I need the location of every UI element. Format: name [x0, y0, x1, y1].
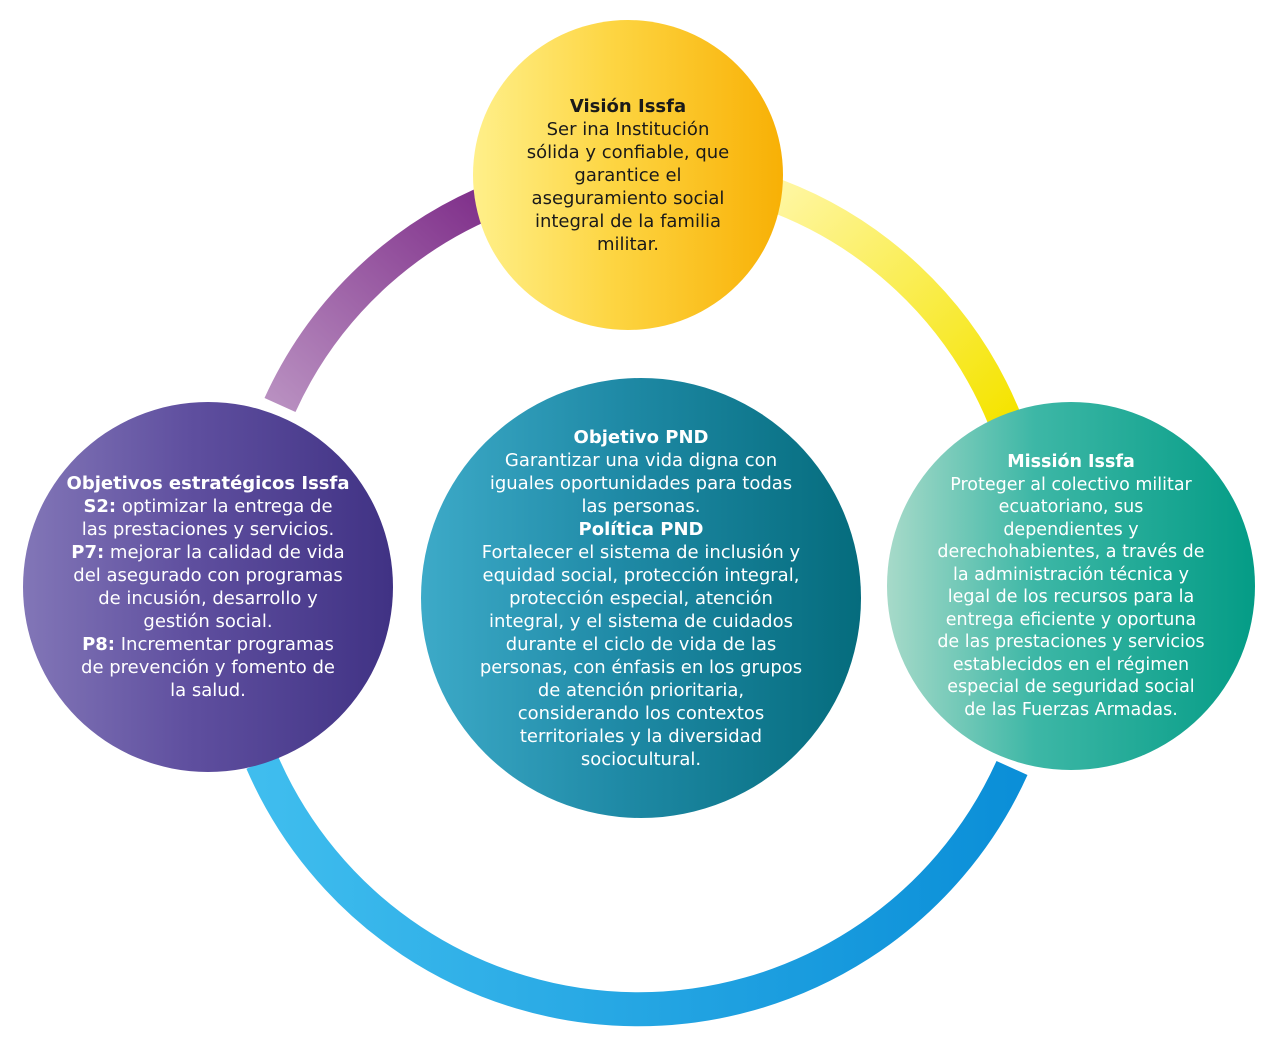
mission-line: especial de seguridad social — [947, 677, 1195, 697]
mission-line: dependientes y — [1003, 519, 1139, 540]
pnd-objective-text: Garantizar una vida digna con iguales op… — [490, 449, 792, 518]
pnd-policy-line: territoriales y la diversidad — [519, 725, 763, 747]
mission-line: legal de los recursos para la — [947, 587, 1195, 607]
objective-p7-line: del asegurado con programas — [73, 565, 343, 586]
pnd-policy-line: de atención prioritaria, — [537, 679, 745, 701]
objective-p7-line: P7: mejorar la calidad de vida — [71, 541, 344, 564]
pnd-policy-line: integral, y el sistema de cuidados — [488, 610, 793, 632]
mission-line: entrega eficiente y oportuna — [945, 609, 1197, 630]
vision-line: aseguramiento social — [531, 187, 725, 209]
mission-line: de las Fuerzas Armadas. — [964, 699, 1178, 720]
pnd-policy-title: Política PND — [578, 518, 704, 540]
mission-line: de las prestaciones y servicios — [937, 632, 1205, 652]
vision-line: militar. — [596, 233, 660, 255]
mission-text: Proteger al colectivo militar ecuatorian… — [937, 474, 1204, 722]
vision-line: garantice el — [574, 164, 682, 186]
objective-p7-line: de incusión, desarrollo y — [98, 588, 318, 609]
objective-p8-line: la salud. — [170, 680, 246, 701]
vision-title: Visión Issfa — [569, 95, 687, 117]
mission-line: establecidos en el régimen — [952, 654, 1190, 675]
mission-line: derechohabientes, a través de — [937, 542, 1205, 562]
pnd-objective-title: Objetivo PND — [573, 426, 709, 448]
ring-arc-yellow — [754, 173, 1021, 427]
pnd-objective-line: iguales oportunidades para todas — [489, 472, 793, 494]
objective-p7-line: gestión social. — [143, 611, 273, 632]
pnd-policy-line: personas, con énfasis en los grupos — [479, 656, 803, 678]
objective-s2-text: optimizar la entrega de — [121, 496, 333, 517]
mission-circle: Missión Issfa Proteger al colectivo mili… — [887, 402, 1255, 770]
vision-line: sólida y confiable, que — [526, 141, 730, 163]
objective-p8-text: Incrementar programas — [120, 634, 334, 655]
pnd-policy-line: equidad social, protección integral, — [482, 564, 800, 586]
objectives-text: S2: optimizar la entrega de las prestaci… — [71, 495, 344, 702]
objective-s2-label: S2: — [83, 496, 117, 517]
mission-line: la administración técnica y — [952, 564, 1190, 585]
pnd-policy-line: protección especial, atención — [509, 587, 773, 609]
objective-p7-label: P7: — [71, 542, 105, 563]
pnd-policy-line: durante el ciclo de vida de las — [505, 633, 777, 655]
objective-p8-line: de prevención y fomento de — [81, 657, 335, 678]
pnd-policy-line: considerando los contextos — [517, 702, 765, 724]
objective-s2-line: S2: optimizar la entrega de — [71, 495, 344, 518]
pnd-policy-line: Fortalecer el sistema de inclusión y — [481, 541, 801, 563]
objective-p7-text: mejorar la calidad de vida — [109, 542, 345, 563]
mission-line: Proteger al colectivo militar — [950, 474, 1192, 495]
pnd-objective-line: las personas. — [581, 495, 701, 517]
objective-p8-line: P8: Incrementar programas — [71, 633, 344, 656]
objectives-title: Objetivos estratégicos Issfa — [66, 473, 350, 494]
objectives-circle: Objetivos estratégicos Issfa S2: optimiz… — [23, 402, 393, 772]
objective-s2-line: las prestaciones y servicios. — [81, 519, 335, 540]
vision-line: integral de la familia — [534, 210, 721, 232]
mission-title: Missión Issfa — [1007, 452, 1135, 472]
vision-circle: Visión Issfa Ser ina Institución sólida … — [473, 20, 783, 330]
pnd-policy-text: Fortalecer el sistema de inclusión y equ… — [480, 541, 802, 771]
pnd-circle: Objetivo PND Garantizar una vida digna c… — [421, 378, 861, 818]
mission-line: ecuatoriano, sus — [998, 497, 1144, 517]
vision-line: Ser ina Institución — [546, 118, 710, 140]
objective-p8-label: P8: — [82, 634, 115, 655]
vision-text: Ser ina Institución sólida y confiable, … — [527, 118, 729, 256]
ring-arc-blue — [246, 755, 1028, 1027]
pnd-policy-line: sociocultural. — [580, 748, 702, 770]
pnd-objective-line: Garantizar una vida digna con — [504, 449, 778, 471]
